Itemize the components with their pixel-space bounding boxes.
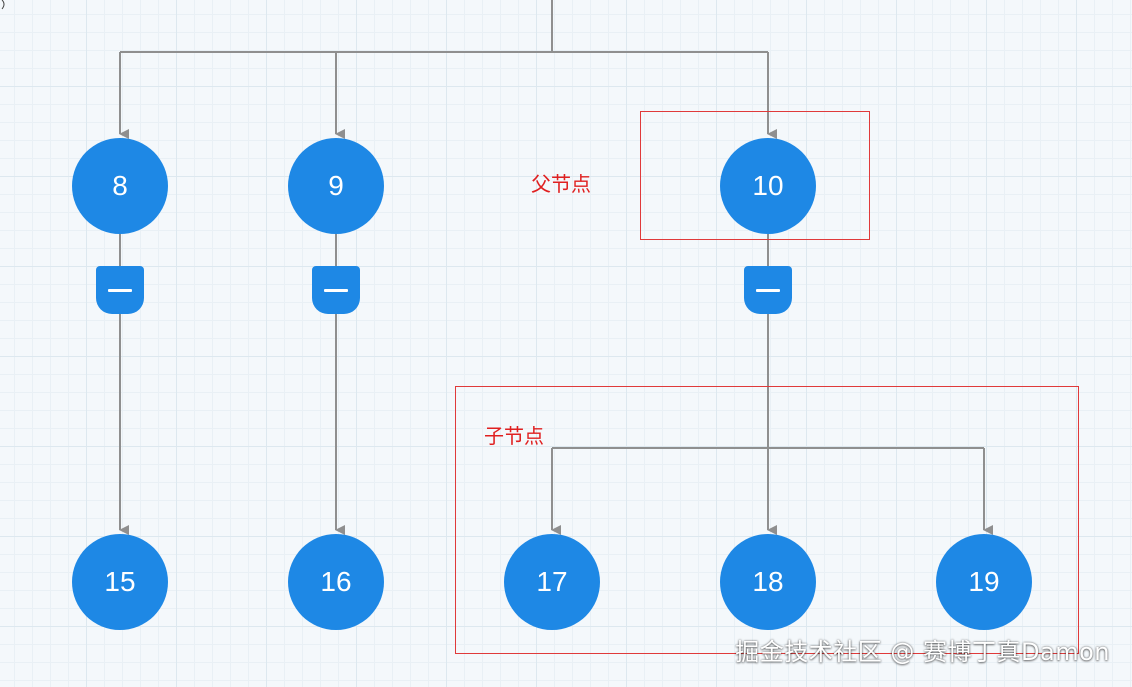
tree-node-9[interactable]: 9 bbox=[288, 138, 384, 234]
tree-node-10[interactable]: 10 bbox=[720, 138, 816, 234]
parent-node-label: 父节点 bbox=[531, 172, 591, 196]
tree-node-8[interactable]: 8 bbox=[72, 138, 168, 234]
child-node-label: 子节点 bbox=[484, 424, 544, 448]
collapse-button-9[interactable] bbox=[312, 266, 360, 314]
watermark-text: 掘金技术社区 @ 赛博丁真Damon bbox=[735, 638, 1110, 666]
children-highlight-box bbox=[455, 386, 1079, 654]
tree-node-15[interactable]: 15 bbox=[72, 534, 168, 630]
collapse-button-8[interactable] bbox=[96, 266, 144, 314]
minus-icon bbox=[324, 288, 348, 292]
minus-icon bbox=[756, 288, 780, 292]
collapse-button-10[interactable] bbox=[744, 266, 792, 314]
tree-node-19[interactable]: 19 bbox=[936, 534, 1032, 630]
tree-node-18[interactable]: 18 bbox=[720, 534, 816, 630]
minus-icon bbox=[108, 288, 132, 292]
tree-node-16[interactable]: 16 bbox=[288, 534, 384, 630]
corner-mark bbox=[1, 0, 5, 10]
parent-highlight-box bbox=[640, 111, 870, 240]
tree-node-17[interactable]: 17 bbox=[504, 534, 600, 630]
